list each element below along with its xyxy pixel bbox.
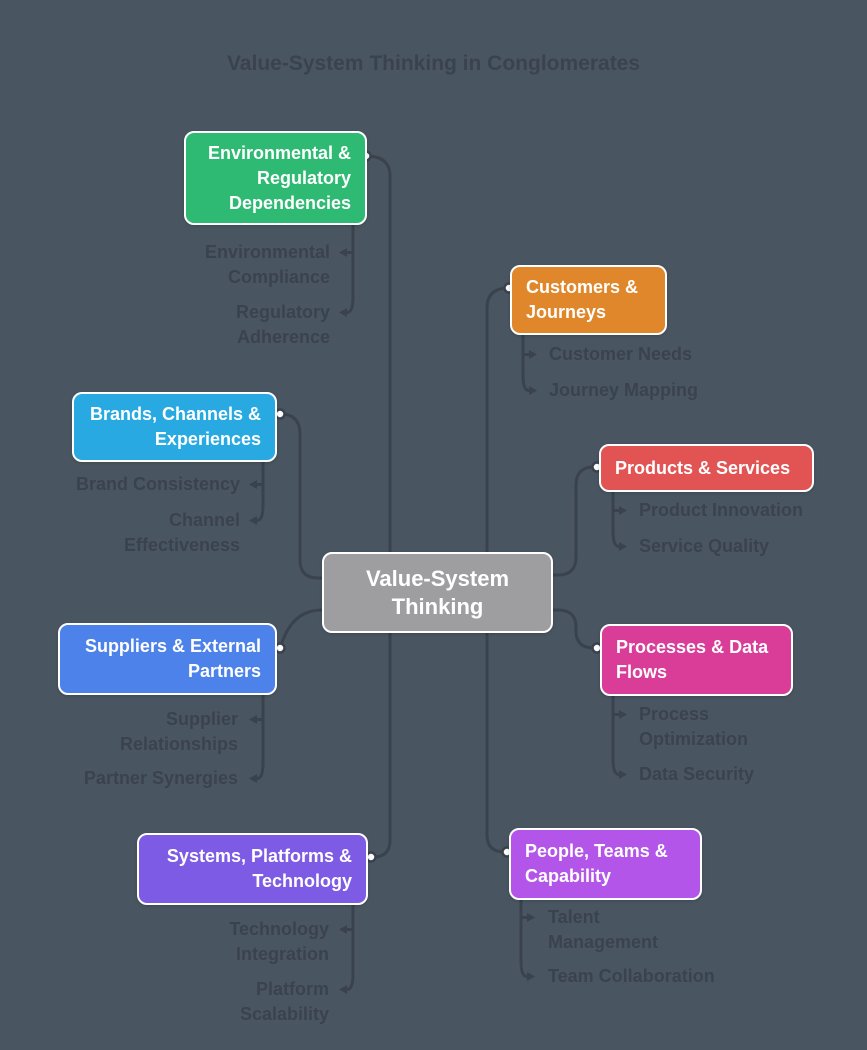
child-label-customer-needs: Customer Needs <box>549 344 693 364</box>
arrow-icon <box>339 248 347 257</box>
arrow-icon <box>527 972 535 981</box>
edge-systems-to-center <box>369 631 392 859</box>
rail-people-children <box>519 896 529 978</box>
center-node: Value-System Thinking <box>322 552 553 633</box>
edge-products-to-center <box>551 465 599 577</box>
arrow-icon <box>339 925 347 934</box>
rail-brands-children <box>255 460 265 522</box>
child-label-regulatory-adherence: Regulatory Adherence <box>235 302 330 347</box>
child-label-talent-management: Talent Management <box>548 907 659 952</box>
child-label-data-security: Data Security <box>639 764 755 784</box>
arrow-icon <box>339 985 347 994</box>
arrow-icon <box>619 770 627 779</box>
branch-node-systems-platforms-technology: Systems, Platforms & Technology <box>137 833 368 905</box>
arrow-icon <box>619 710 627 719</box>
branch-node-brands-channels-experiences: Brands, Channels & Experiences <box>72 392 277 462</box>
child-label-product-innovation: Product Innovation <box>639 500 803 520</box>
child-label-brand-consistency: Brand Consistency <box>75 474 240 494</box>
branch-node-people-teams-capability: People, Teams & Capability <box>509 828 702 900</box>
branch-node-customers-journeys: Customers & Journeys <box>510 265 667 335</box>
rail-customers-children <box>521 333 531 392</box>
edge-brands-to-center <box>278 412 324 580</box>
child-label-supplier-relationships: Supplier Relationships <box>119 709 238 754</box>
arrow-icon <box>619 506 627 515</box>
arrow-icon <box>529 350 537 359</box>
child-label-channel-effectiveness: Channel Effectiveness <box>123 510 240 555</box>
branch-node-products-services: Products & Services <box>599 444 814 492</box>
rail-products-children <box>611 490 621 548</box>
rail-suppliers-children <box>255 693 265 780</box>
branch-node-suppliers-external-partners: Suppliers & External Partners <box>58 623 277 695</box>
child-label-partner-synergies: Partner Synergies <box>83 768 238 788</box>
child-label-journey-mapping: Journey Mapping <box>549 380 699 400</box>
branch-node-processes-data-flows: Processes & Data Flows <box>600 624 793 696</box>
arrow-icon <box>249 516 257 525</box>
rail-systems-children <box>345 903 355 991</box>
arrow-icon <box>249 774 257 783</box>
edge-processes-to-center <box>551 608 599 650</box>
edge-people-to-center <box>485 631 509 854</box>
arrow-icon <box>249 715 257 724</box>
arrow-icon <box>339 308 347 317</box>
rail-environmental-children <box>345 223 355 314</box>
child-label-process-optimization: Process Optimization <box>639 704 748 749</box>
child-label-technology-integration: Technology Integration <box>229 919 329 964</box>
child-label-platform-scalability: Platform Scalability <box>239 979 329 1024</box>
edge-suppliers-to-center <box>279 608 324 648</box>
child-label-environmental-compliance: Environmental Compliance <box>204 242 330 287</box>
diagram-title: Value-System Thinking in Conglomerates <box>226 52 641 75</box>
branch-node-environmental-regulatory-dependencies: Environmental & Regulatory Dependencies <box>184 131 367 225</box>
rail-processes-children <box>611 694 621 776</box>
arrow-icon <box>529 386 537 395</box>
arrow-icon <box>619 542 627 551</box>
child-label-team-collaboration: Team Collaboration <box>548 966 715 986</box>
arrow-icon <box>249 480 257 489</box>
arrow-icon <box>527 913 535 922</box>
edge-customers-to-center <box>485 286 511 554</box>
edge-environmental-to-center <box>364 154 392 554</box>
child-label-service-quality: Service Quality <box>639 536 770 556</box>
